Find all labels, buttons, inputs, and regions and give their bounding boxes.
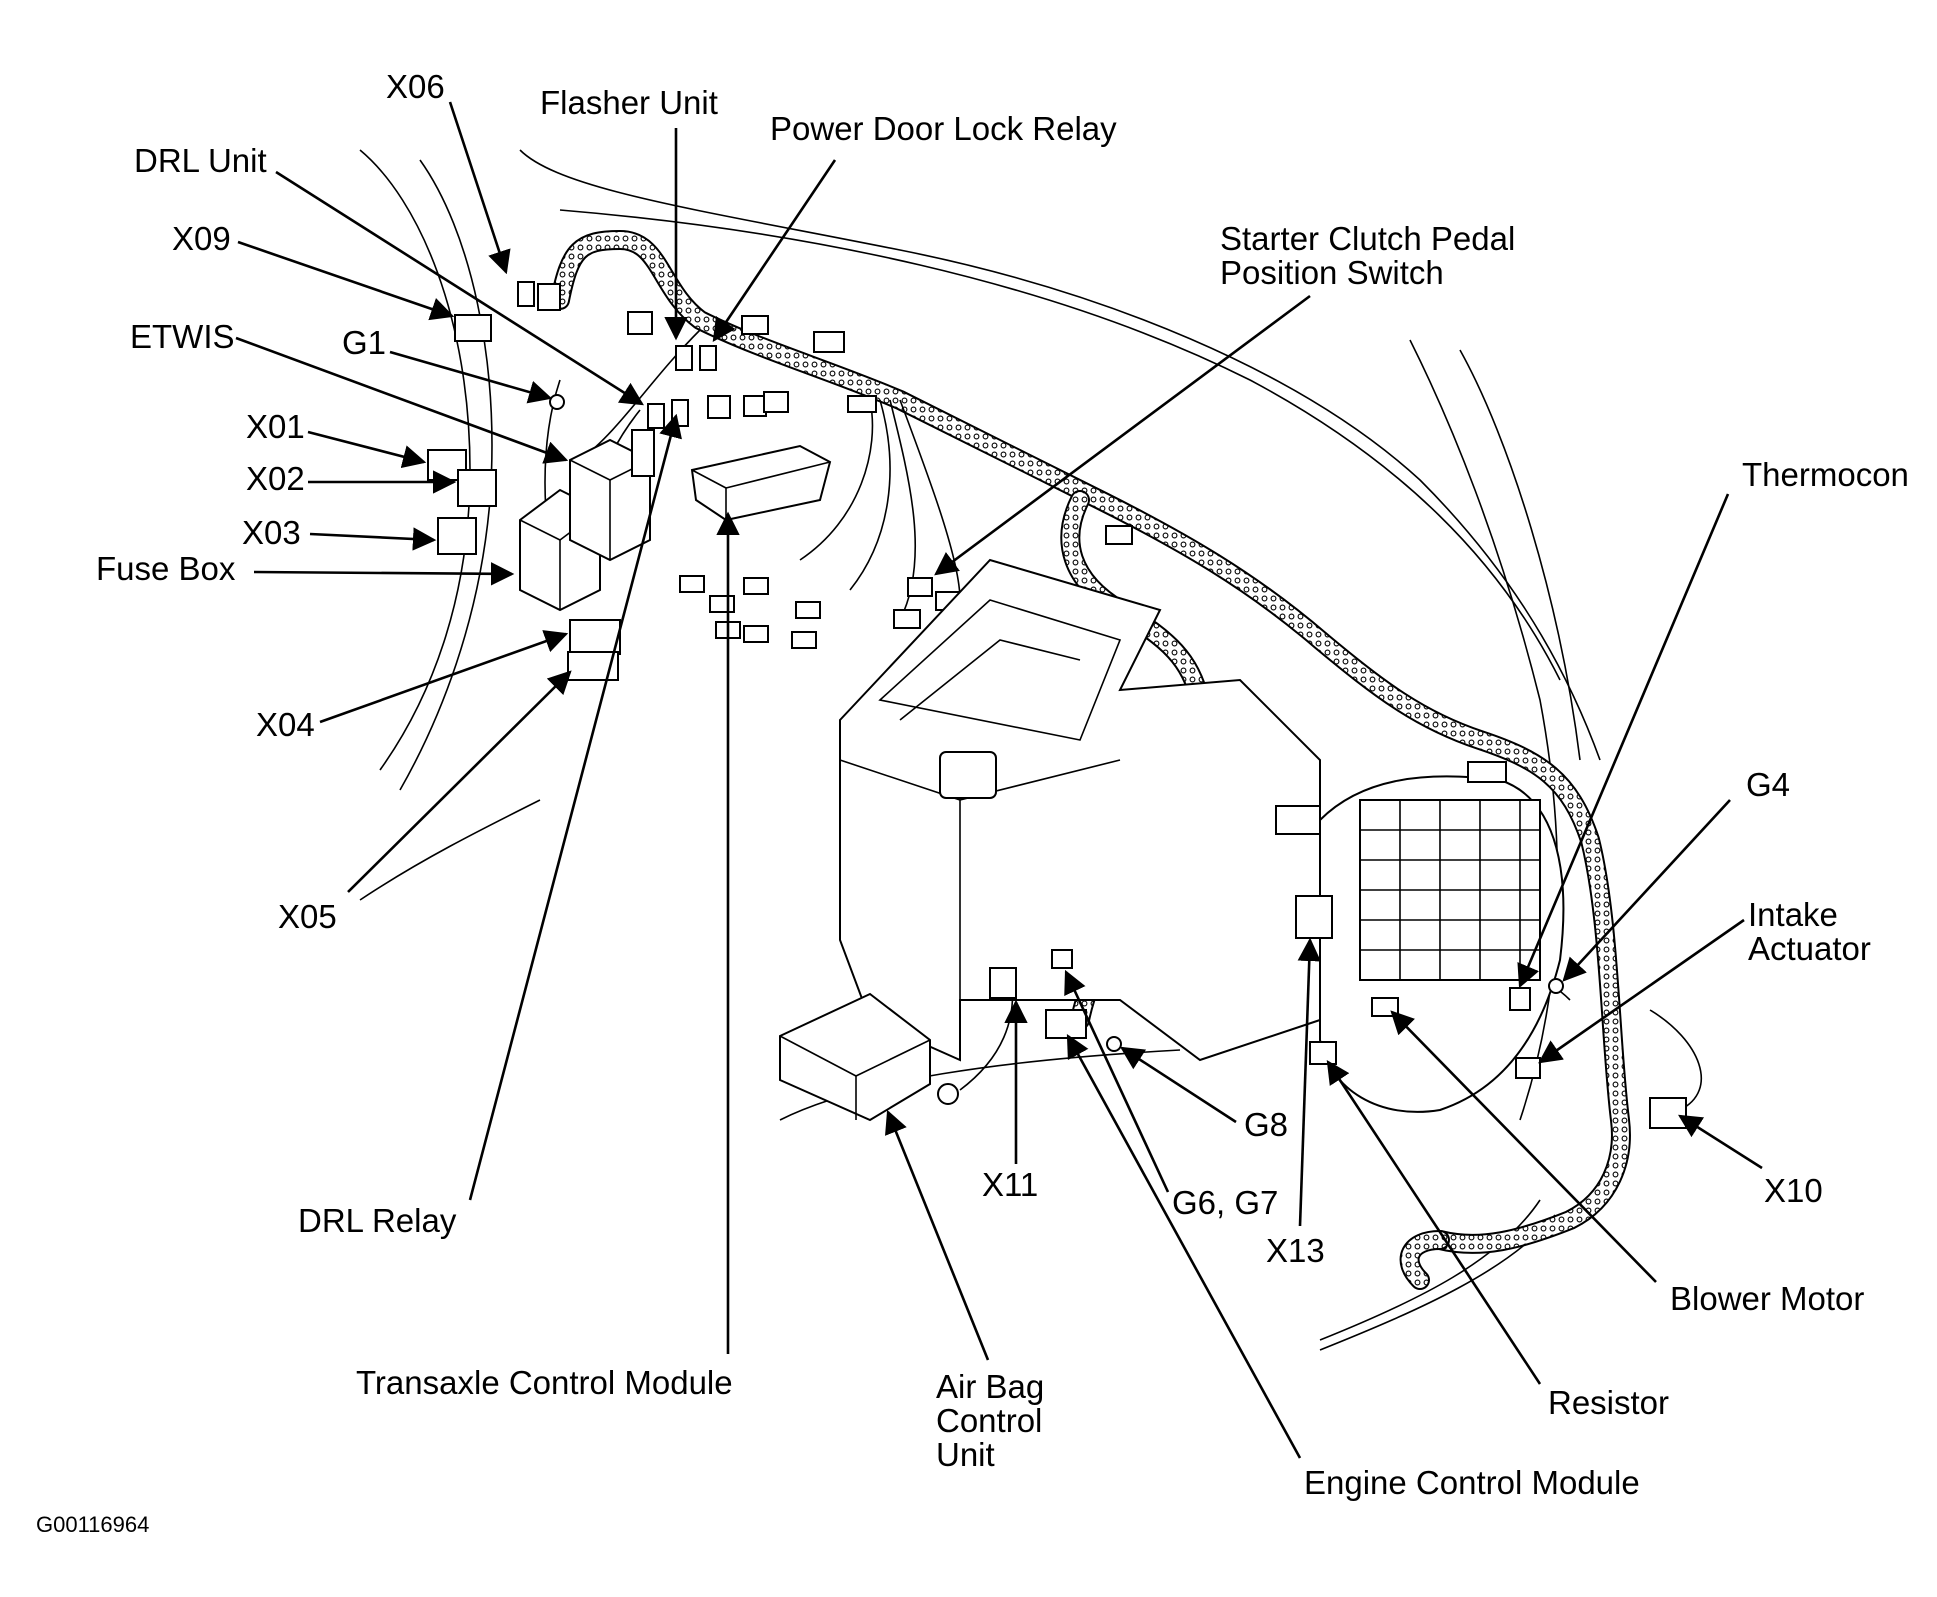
connector-k <box>1105 525 1133 545</box>
etwis-shape <box>569 438 651 562</box>
components <box>427 281 1687 1129</box>
label-intake-actuator-line1: Intake <box>1748 896 1838 933</box>
label-engine-control-module: Engine Control Module <box>1304 1464 1640 1501</box>
relay-block-d <box>707 395 731 419</box>
label-x10: X10 <box>1764 1172 1823 1209</box>
label-thermocon: Thermocon <box>1742 456 1909 493</box>
label-x06: X06 <box>386 68 445 105</box>
ground-terminal <box>937 1083 959 1105</box>
relay-block-f <box>763 391 789 413</box>
g6-g7-ground <box>1051 949 1073 969</box>
flasher-unit-shape <box>675 345 693 371</box>
label-x11: X11 <box>982 1166 1038 1203</box>
x11-connector <box>989 967 1017 999</box>
label-air-bag-line3: Unit <box>936 1436 995 1473</box>
connector-b <box>709 595 735 613</box>
label-g4: G4 <box>1746 766 1790 803</box>
label-resistor: Resistor <box>1548 1384 1669 1421</box>
connector-c <box>743 577 769 595</box>
vehicle-body-outline <box>359 149 1601 1351</box>
label-g1: G1 <box>342 324 386 361</box>
x13-connector <box>1295 895 1333 939</box>
relay-block-e <box>743 395 767 417</box>
g1-ground <box>549 394 565 410</box>
label-starter-clutch-line2: Position Switch <box>1220 254 1444 291</box>
label-x01: X01 <box>246 408 305 445</box>
g8-ground <box>1106 1036 1122 1052</box>
label-intake-actuator-line2: Actuator <box>1748 930 1871 967</box>
label-fuse-box: Fuse Box <box>96 550 236 587</box>
harness-clip <box>1467 761 1507 783</box>
label-x04: X04 <box>256 706 315 743</box>
leader-lines <box>235 101 1763 1459</box>
thermocon-shape <box>1509 987 1531 1011</box>
label-air-bag-line2: Control <box>936 1402 1042 1439</box>
label-x02: X02 <box>246 460 305 497</box>
label-transaxle-control-module: Transaxle Control Module <box>356 1364 733 1401</box>
g4-ground <box>1548 978 1564 994</box>
connector-f <box>795 601 821 619</box>
label-g8: G8 <box>1244 1106 1288 1143</box>
label-etwis: ETWIS <box>130 318 235 355</box>
label-flasher-unit: Flasher Unit <box>540 84 718 121</box>
hvac-assembly-shape <box>839 558 1321 1062</box>
callout-labels: X06 Flasher Unit Power Door Lock Relay D… <box>36 68 1909 1537</box>
blower-housing-shape <box>1319 775 1565 1113</box>
label-air-bag-line1: Air Bag <box>936 1368 1044 1405</box>
x09-connector <box>454 314 492 342</box>
figure-code: G00116964 <box>36 1512 149 1537</box>
x06-connector <box>517 281 535 307</box>
drl-unit-shape <box>647 403 665 429</box>
label-power-door-lock-relay: Power Door Lock Relay <box>770 110 1117 147</box>
air-bag-control-unit-shape <box>779 992 931 1122</box>
intake-actuator-shape <box>1515 1057 1541 1079</box>
x03-connector <box>437 517 477 555</box>
engine-control-module-shape <box>1045 1009 1087 1039</box>
relay-block-a <box>627 311 653 335</box>
x10-connector <box>1649 1097 1687 1129</box>
relay-block-b <box>741 315 769 335</box>
label-x05: X05 <box>278 898 337 935</box>
label-starter-clutch-line1: Starter Clutch Pedal <box>1220 220 1515 257</box>
x02-connector <box>457 469 497 507</box>
label-blower-motor: Blower Motor <box>1670 1280 1864 1317</box>
x06-pair-connector <box>537 283 561 311</box>
label-x09: X09 <box>172 220 231 257</box>
connector-e <box>743 625 769 643</box>
resistor-shape <box>1309 1041 1337 1065</box>
label-drl-relay: DRL Relay <box>298 1202 457 1239</box>
pedal-pad <box>939 751 997 799</box>
label-drl-unit: DRL Unit <box>134 142 267 179</box>
label-x03: X03 <box>242 514 301 551</box>
transaxle-control-module-shape <box>690 444 832 522</box>
relay-block-h <box>631 429 655 477</box>
relay-block-g <box>847 395 877 413</box>
x04-connector <box>569 619 621 655</box>
relay-block-c <box>813 331 845 353</box>
connector-g <box>791 631 817 649</box>
label-x13: X13 <box>1266 1232 1325 1269</box>
x12-connector <box>1275 805 1321 835</box>
connector-a <box>679 575 705 593</box>
starter-clutch-switch-shape <box>907 577 933 597</box>
label-g6-g7: G6, G7 <box>1172 1184 1278 1221</box>
power-door-lock-relay-shape <box>699 345 717 371</box>
connector-i <box>893 609 921 629</box>
